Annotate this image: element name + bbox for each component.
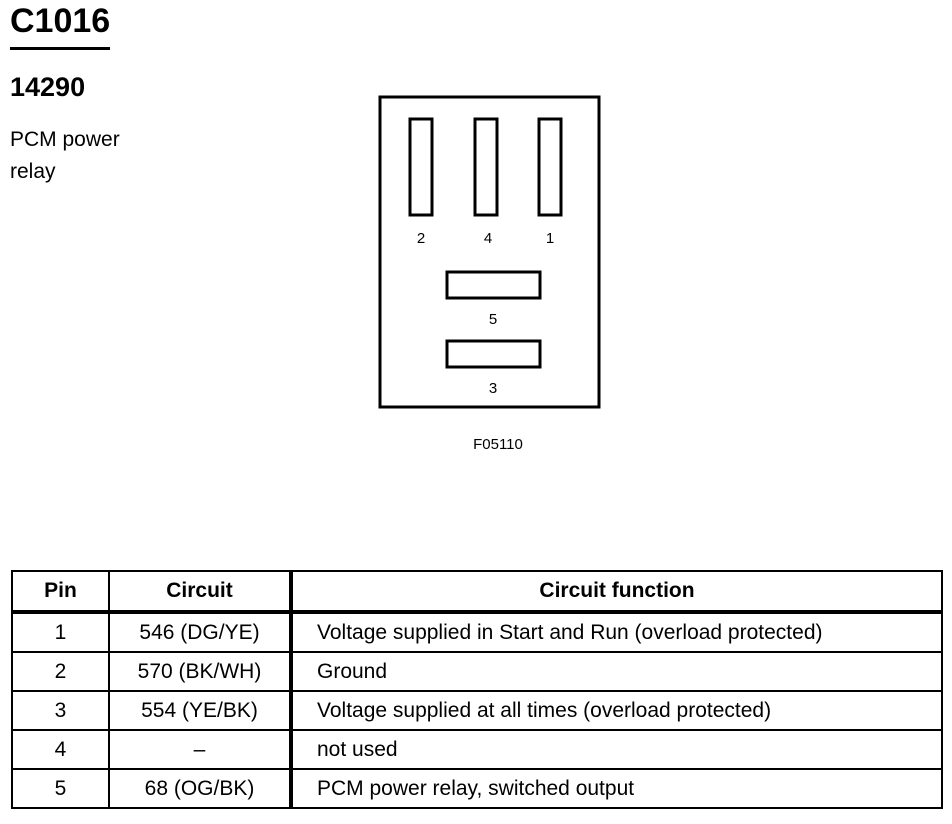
terminal-pin-5: [445, 270, 542, 300]
table-row: 4 – not used: [11, 729, 943, 770]
cell-pin: 1: [11, 611, 110, 653]
connector-face-diagram: 2 4 1 5 3 F05110: [378, 95, 601, 453]
figure-code: F05110: [473, 436, 523, 453]
table-row: 1 546 (DG/YE) Voltage supplied in Start …: [11, 611, 943, 653]
cell-circuit: 68 (OG/BK): [108, 768, 293, 809]
table-row: 2 570 (BK/WH) Ground: [11, 651, 943, 692]
table-header-row: Pin Circuit Circuit function: [11, 570, 943, 614]
pinout-table: Pin Circuit Circuit function 1 546 (DG/Y…: [11, 570, 943, 809]
terminal-pin-2: [408, 117, 434, 217]
terminal-pin-3: [445, 339, 542, 369]
cell-circuit: 570 (BK/WH): [108, 651, 293, 692]
pin-label: 3: [489, 380, 497, 397]
cell-pin: 3: [11, 690, 110, 731]
cell-pin: 5: [11, 768, 110, 809]
pin-label: 1: [546, 230, 554, 247]
cell-function: Ground: [290, 651, 943, 692]
pin-label: 5: [489, 311, 497, 328]
connector-id: C1016: [10, 2, 111, 50]
terminal-pin-4: [473, 117, 499, 217]
cell-pin: 2: [11, 651, 110, 692]
cell-function: not used: [290, 729, 943, 770]
table-row: 3 554 (YE/BK) Voltage supplied at all ti…: [11, 690, 943, 731]
cell-function: PCM power relay, switched output: [290, 768, 943, 809]
header-circuit: Circuit: [108, 570, 293, 614]
connector-description: PCM power relay: [10, 128, 120, 183]
header-pin: Pin: [11, 570, 110, 614]
table-row: 5 68 (OG/BK) PCM power relay, switched o…: [11, 768, 943, 809]
cell-function: Voltage supplied in Start and Run (overl…: [290, 611, 943, 653]
cell-circuit: –: [108, 729, 293, 770]
cell-function: Voltage supplied at all times (overload …: [290, 690, 943, 731]
cell-circuit: 546 (DG/YE): [108, 611, 293, 653]
cell-circuit: 554 (YE/BK): [108, 690, 293, 731]
header-circuit-function: Circuit function: [290, 570, 943, 614]
part-number: 14290: [10, 72, 86, 102]
terminal-pin-1: [537, 117, 563, 217]
pin-label: 4: [484, 230, 492, 247]
cell-pin: 4: [11, 729, 110, 770]
pin-label: 2: [417, 230, 425, 247]
